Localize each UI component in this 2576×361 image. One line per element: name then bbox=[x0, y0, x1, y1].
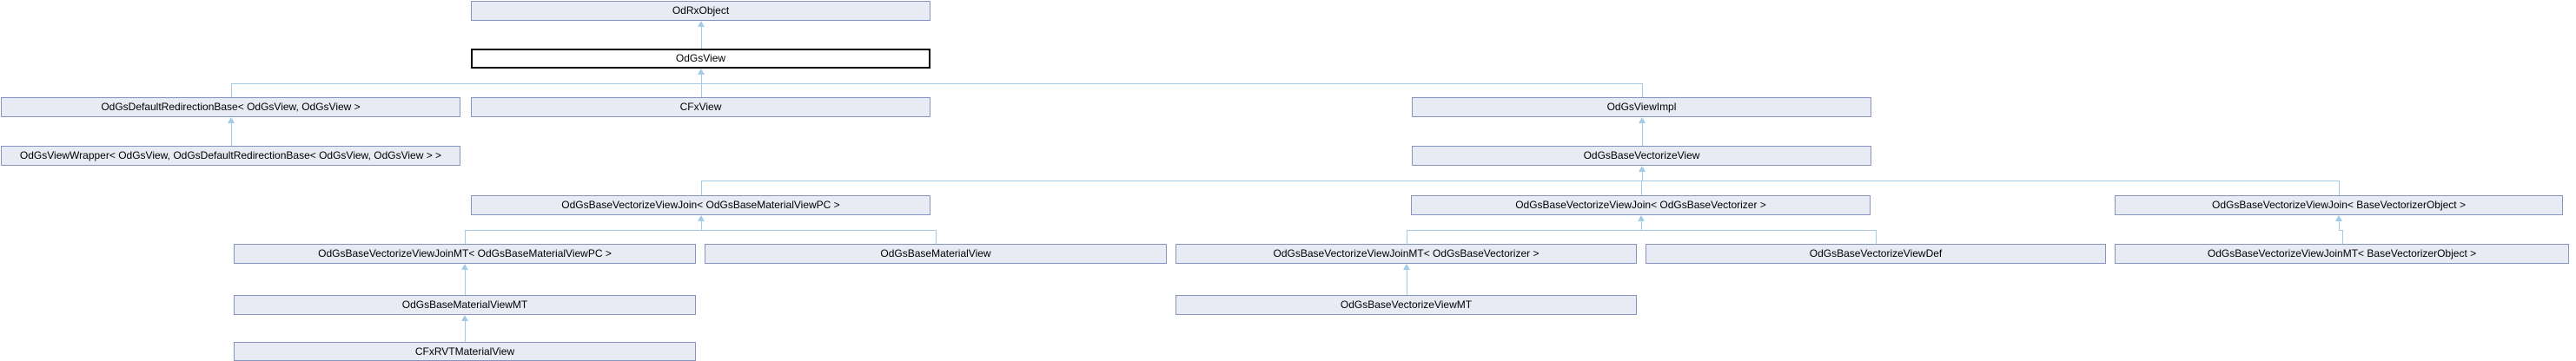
inheritance-connector bbox=[1642, 132, 1643, 146]
class-node-material-view-mt[interactable]: OdGsBaseMaterialViewMT bbox=[234, 295, 696, 315]
inheritance-connector bbox=[2335, 215, 2342, 221]
inheritance-connector bbox=[701, 83, 702, 97]
inheritance-connector bbox=[936, 230, 937, 244]
inheritance-connector bbox=[1639, 166, 1646, 172]
inheritance-connector bbox=[1641, 220, 1642, 231]
inheritance-connector bbox=[698, 69, 705, 75]
inheritance-connector bbox=[231, 83, 1643, 84]
inheritance-connector bbox=[701, 180, 702, 195]
class-node-viewimpl[interactable]: OdGsViewImpl bbox=[1412, 97, 1871, 117]
inheritance-connector bbox=[1642, 83, 1643, 97]
class-node-base-vectorize-view[interactable]: OdGsBaseVectorizeView bbox=[1412, 146, 1871, 166]
inheritance-connector bbox=[701, 180, 2340, 181]
class-node-cfxview[interactable]: CFxView bbox=[471, 97, 930, 117]
inheritance-connector bbox=[465, 269, 466, 280]
inheritance-connector bbox=[1642, 171, 1643, 181]
inheritance-connector bbox=[231, 132, 232, 146]
inheritance-connector bbox=[2339, 220, 2340, 231]
inheritance-connector bbox=[465, 230, 466, 244]
class-node-joinmt-vectorizer[interactable]: OdGsBaseVectorizeViewJoinMT< OdGsBaseVec… bbox=[1175, 244, 1637, 264]
inheritance-connector bbox=[1639, 117, 1646, 123]
inheritance-connector bbox=[701, 35, 702, 49]
class-node-view-def[interactable]: OdGsBaseVectorizeViewDef bbox=[1646, 244, 2106, 264]
inheritance-connector bbox=[1638, 215, 1645, 221]
inheritance-connector bbox=[1876, 230, 1877, 244]
inheritance-connector bbox=[465, 230, 937, 231]
inheritance-connector bbox=[228, 117, 235, 123]
class-node-join-bvo[interactable]: OdGsBaseVectorizeViewJoin< BaseVectorize… bbox=[2115, 195, 2563, 215]
inheritance-connector bbox=[461, 264, 468, 270]
inheritance-connector bbox=[698, 215, 705, 221]
inheritance-connector bbox=[1407, 230, 1877, 231]
inheritance-connector bbox=[231, 83, 232, 97]
inheritance-connector bbox=[231, 122, 232, 133]
class-node-join-vectorizer[interactable]: OdGsBaseVectorizeViewJoin< OdGsBaseVecto… bbox=[1411, 195, 1871, 215]
class-node-redirection-base[interactable]: OdGsDefaultRedirectionBase< OdGsView, Od… bbox=[1, 97, 460, 117]
inheritance-connector bbox=[465, 320, 466, 330]
inheritance-connector bbox=[2342, 230, 2343, 244]
class-node-odgsview: OdGsView bbox=[471, 49, 930, 69]
class-node-material-view[interactable]: OdGsBaseMaterialView bbox=[705, 244, 1167, 264]
inheritance-connector bbox=[698, 21, 705, 27]
class-node-joinmt-bvo[interactable]: OdGsBaseVectorizeViewJoinMT< BaseVectori… bbox=[2115, 244, 2569, 264]
inheritance-connector bbox=[1642, 122, 1643, 133]
class-node-vectorize-view-mt[interactable]: OdGsBaseVectorizeViewMT bbox=[1175, 295, 1637, 315]
class-node-cfxrvt-material-view[interactable]: CFxRVTMaterialView bbox=[234, 342, 696, 361]
inheritance-connector bbox=[461, 315, 468, 321]
class-node-join-pc[interactable]: OdGsBaseVectorizeViewJoin< OdGsBaseMater… bbox=[471, 195, 930, 215]
class-node-joinmt-pc[interactable]: OdGsBaseVectorizeViewJoinMT< OdGsBaseMat… bbox=[234, 244, 696, 264]
inheritance-connector bbox=[701, 26, 702, 36]
inheritance-connector bbox=[2339, 230, 2343, 231]
inheritance-connector bbox=[701, 74, 702, 84]
inheritance-connector bbox=[465, 279, 466, 295]
inheritance-connector bbox=[701, 220, 702, 231]
inheritance-connector bbox=[2339, 180, 2340, 195]
class-node-viewwrapper[interactable]: OdGsViewWrapper< OdGsView, OdGsDefaultRe… bbox=[1, 146, 460, 166]
inheritance-connector bbox=[1403, 264, 1410, 270]
class-node-odrxobject[interactable]: OdRxObject bbox=[471, 1, 930, 21]
inheritance-connector bbox=[465, 329, 466, 342]
inheritance-connector bbox=[1641, 180, 1642, 195]
